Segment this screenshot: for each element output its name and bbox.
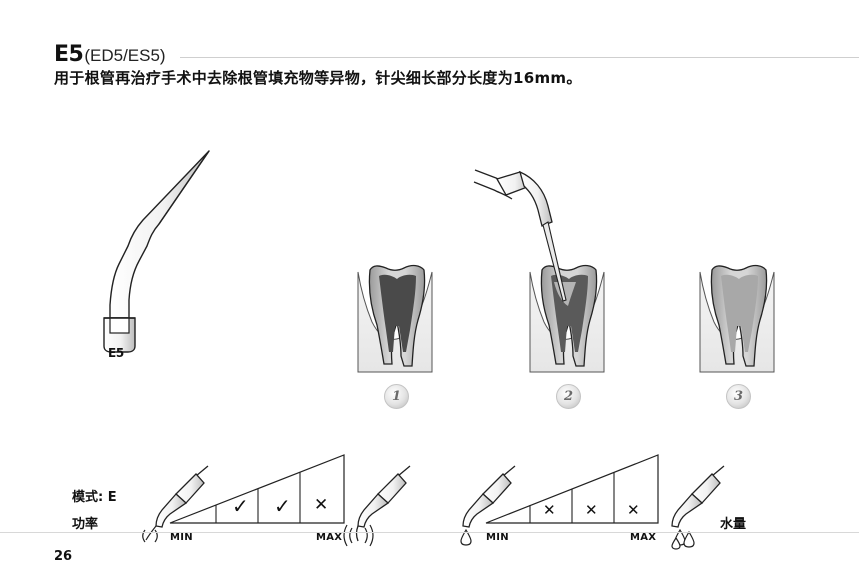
tip-label: E5: [108, 346, 124, 360]
step-2-badge: 2: [556, 384, 581, 409]
check-icon: ✓: [232, 494, 249, 518]
water-scale-max: MAX: [630, 532, 657, 543]
check-icon: ✓: [274, 494, 291, 518]
step-3-badge: 3: [726, 384, 751, 409]
mode-label: 模式: E: [72, 490, 117, 505]
handpiece-max-water-icon: [671, 465, 725, 550]
handpiece-min-water-icon: [460, 465, 516, 546]
power-scale-graph: [169, 454, 345, 524]
step-1-badge: 1: [384, 384, 409, 409]
water-scale-min: MIN: [486, 532, 509, 543]
tooth-step-1-icon: [357, 264, 433, 373]
handpiece-max-power-icon: [343, 465, 411, 547]
tooth-step-3-icon: [699, 264, 775, 373]
step-2-number: 2: [563, 389, 574, 404]
water-label: 水量: [720, 517, 747, 532]
title-row: E5 (ED5/ES5): [54, 42, 859, 66]
cross-icon: ✕: [314, 495, 329, 515]
power-label: 功率: [72, 517, 99, 532]
cross-icon: ✕: [627, 501, 640, 519]
tip-description: 用于根管再治疗手术中去除根管填充物等异物，针尖细长部分长度为16mm。: [54, 69, 582, 87]
title-divider: [179, 57, 859, 58]
header: E5 (ED5/ES5) 用于根管再治疗手术中去除根管填充物等异物，针尖细长部分…: [54, 42, 859, 88]
power-scale-max: MAX: [316, 532, 343, 543]
water-scale-graph: [485, 454, 659, 524]
cross-icon: ✕: [585, 501, 598, 519]
step-3-number: 3: [733, 389, 744, 404]
cross-icon: ✕: [543, 501, 556, 519]
page-number: 26: [54, 549, 73, 564]
ultrasonic-tip-e5-icon: [103, 150, 210, 353]
handpiece-min-power-icon: [142, 465, 209, 543]
footer-divider: [0, 532, 859, 533]
tip-variants: (ED5/ES5): [84, 46, 166, 65]
tooth-step-2-icon: [473, 169, 605, 373]
power-scale-min: MIN: [170, 532, 193, 543]
step-1-number: 1: [391, 389, 402, 404]
tip-code-title: E5: [54, 42, 84, 67]
